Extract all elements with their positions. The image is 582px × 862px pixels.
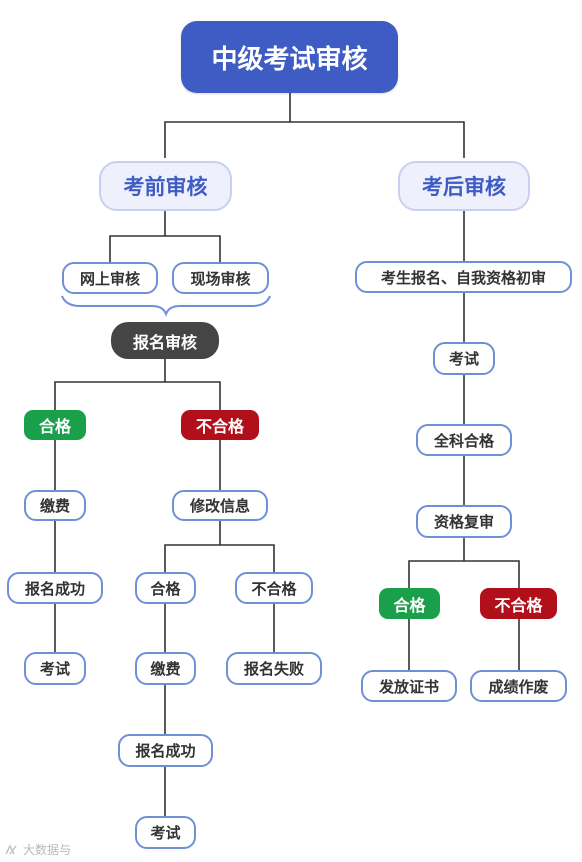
post-exam-review-node: 考后审核 xyxy=(398,161,530,211)
watermark-text: 大数据与 xyxy=(23,843,72,857)
right-exam-node: 考试 xyxy=(433,342,495,375)
self-initial-review-node: 考生报名、自我资格初审 xyxy=(355,261,572,293)
retry-fail-node: 不合格 xyxy=(235,572,313,604)
qualification-recheck-node: 资格复审 xyxy=(416,505,512,538)
all-subjects-pass-node: 全科合格 xyxy=(416,424,512,456)
left-success-node: 报名成功 xyxy=(7,572,103,604)
left-pay-node: 缴费 xyxy=(24,490,86,521)
registration-review-node: 报名审核 xyxy=(111,322,219,359)
retry-exam-node: 考试 xyxy=(135,816,196,849)
left-fail-badge: 不合格 xyxy=(181,410,259,440)
pre-exam-review-node: 考前审核 xyxy=(99,161,232,211)
grouping-brace xyxy=(61,295,271,317)
onsite-review-node: 现场审核 xyxy=(172,262,269,294)
watermark: 大数据与 xyxy=(4,841,71,858)
retry-success-node: 报名成功 xyxy=(118,734,213,767)
score-void-node: 成绩作废 xyxy=(470,670,567,702)
retry-pay-node: 缴费 xyxy=(135,652,196,685)
right-pass-badge: 合格 xyxy=(379,588,440,619)
issue-certificate-node: 发放证书 xyxy=(361,670,457,702)
online-review-node: 网上审核 xyxy=(62,262,158,294)
retry-pass-node: 合格 xyxy=(135,572,196,604)
right-fail-badge: 不合格 xyxy=(480,588,557,619)
root-node: 中级考试审核 xyxy=(181,21,398,93)
left-exam-node: 考试 xyxy=(24,652,86,685)
modify-info-node: 修改信息 xyxy=(172,490,268,521)
left-pass-badge: 合格 xyxy=(24,410,86,440)
registration-failed-node: 报名失败 xyxy=(226,652,322,685)
watermark-logo-icon xyxy=(5,843,17,854)
